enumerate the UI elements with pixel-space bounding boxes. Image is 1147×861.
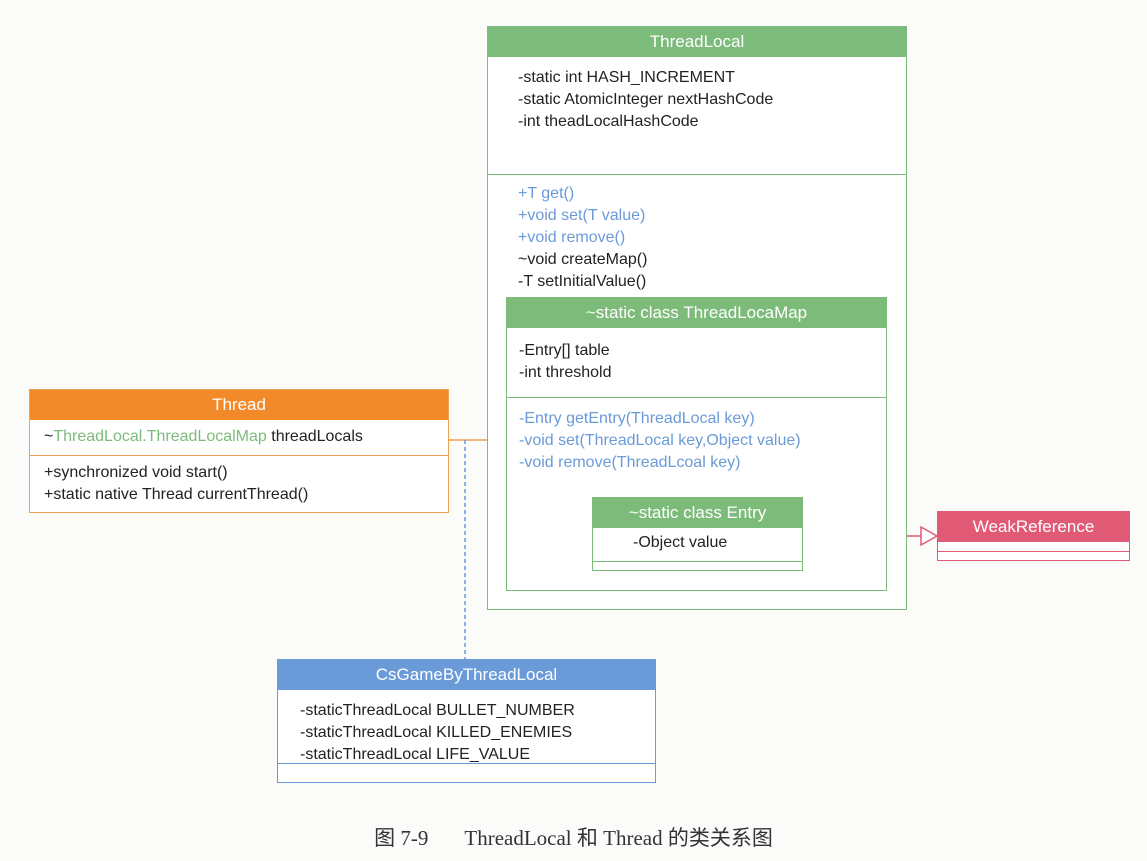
thread-fields: ~ThreadLocal.ThreadLocalMap threadLocals bbox=[30, 420, 448, 456]
method-set: +void set(T value) bbox=[518, 207, 646, 224]
threadlocalmap-methods: -Entry getEntry(ThreadLocal key) -void s… bbox=[507, 398, 886, 480]
field-bullet-number: -staticThreadLocal BULLET_NUMBER bbox=[300, 702, 575, 719]
figure-number: 图 7-9 bbox=[374, 826, 429, 850]
field-prefix: ~ bbox=[44, 428, 54, 445]
threadlocalmap-title: ~static class ThreadLocaMap bbox=[507, 298, 886, 328]
thread-methods: +synchronized void start() +static nativ… bbox=[30, 456, 448, 506]
threadlocalmap-class: ~static class ThreadLocaMap -Entry[] tab… bbox=[506, 297, 887, 591]
entry-title: ~static class Entry bbox=[593, 498, 802, 528]
method-set-initial-value: -T setInitialValue() bbox=[518, 273, 647, 290]
field-killed-enemies: -staticThreadLocal KILLED_ENEMIES bbox=[300, 724, 573, 741]
csgame-title: CsGameByThreadLocal bbox=[278, 660, 655, 690]
figure-title: ThreadLocal 和 Thread 的类关系图 bbox=[464, 826, 773, 850]
field-name: threadLocals bbox=[266, 428, 363, 445]
field-hash-increment: -static int HASH_INCREMENT bbox=[518, 69, 735, 86]
inheritance-arrow-icon bbox=[920, 525, 939, 547]
threadlocal-title: ThreadLocal bbox=[488, 27, 906, 57]
field-thread-locals: ~ThreadLocal.ThreadLocalMap threadLocals bbox=[44, 426, 448, 448]
entry-fields: -Object value bbox=[593, 528, 802, 562]
method-remove: +void remove() bbox=[518, 229, 626, 246]
method-create-map: ~void createMap() bbox=[518, 251, 648, 268]
field-entry-table: -Entry[] table bbox=[519, 342, 610, 359]
method-map-remove: -void remove(ThreadLcoal key) bbox=[519, 454, 741, 471]
field-thead-local-hash-code: -int theadLocalHashCode bbox=[518, 113, 699, 130]
method-start: +synchronized void start() bbox=[44, 464, 228, 481]
threadlocalmap-fields: -Entry[] table -int threshold bbox=[507, 328, 886, 398]
weakreference-empty-section bbox=[938, 542, 1129, 552]
field-object-value: -Object value bbox=[633, 534, 728, 551]
weakreference-class: WeakReference bbox=[937, 511, 1130, 561]
method-get: +T get() bbox=[518, 185, 575, 202]
method-current-thread: +static native Thread currentThread() bbox=[44, 486, 309, 503]
field-next-hash-code: -static AtomicInteger nextHashCode bbox=[518, 91, 774, 108]
method-get-entry: -Entry getEntry(ThreadLocal key) bbox=[519, 410, 755, 427]
thread-title: Thread bbox=[30, 390, 448, 420]
thread-class: Thread ~ThreadLocal.ThreadLocalMap threa… bbox=[29, 389, 449, 513]
method-map-set: -void set(ThreadLocal key,Object value) bbox=[519, 432, 801, 449]
threadlocal-fields: -static int HASH_INCREMENT -static Atomi… bbox=[488, 57, 906, 175]
figure-caption: 图 7-9 ThreadLocal 和 Thread 的类关系图 bbox=[0, 822, 1147, 852]
field-threshold: -int threshold bbox=[519, 364, 612, 381]
field-life-value: -staticThreadLocal LIFE_VALUE bbox=[300, 746, 531, 763]
entry-class: ~static class Entry -Object value bbox=[592, 497, 803, 571]
csgame-fields: -staticThreadLocal BULLET_NUMBER -static… bbox=[278, 690, 655, 764]
field-type: ThreadLocal.ThreadLocalMap bbox=[53, 428, 267, 445]
weakreference-title: WeakReference bbox=[938, 512, 1129, 542]
threadlocal-methods: +T get() +void set(T value) +void remove… bbox=[488, 175, 906, 299]
csgame-class: CsGameByThreadLocal -staticThreadLocal B… bbox=[277, 659, 656, 783]
